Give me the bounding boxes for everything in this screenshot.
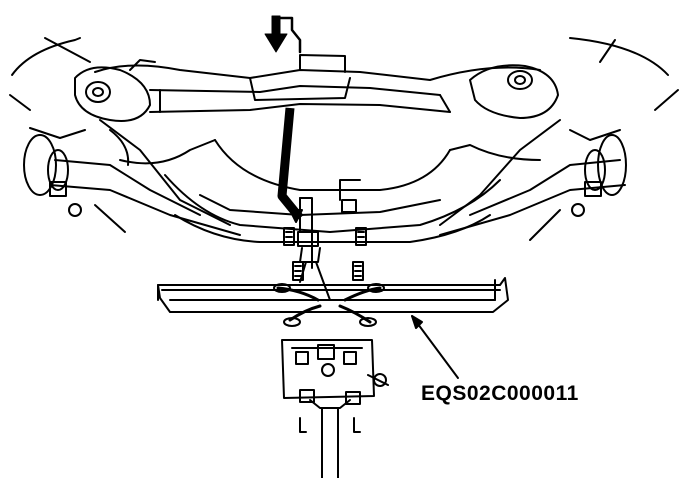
jack-column bbox=[299, 407, 361, 478]
part-code-label: EQS02C000011 bbox=[421, 382, 579, 405]
down-arrow-icon bbox=[264, 15, 288, 53]
bolt-right-middle bbox=[352, 261, 364, 281]
jack-post bbox=[297, 197, 331, 301]
jack-cradle-bar bbox=[157, 277, 509, 313]
vehicle-body-outline bbox=[9, 37, 679, 111]
right-suspension bbox=[439, 119, 627, 241]
bold-indicator-line bbox=[277, 107, 304, 221]
upper-bolts bbox=[283, 227, 367, 281]
arrow-tail bbox=[278, 16, 302, 54]
lower-subframe bbox=[119, 139, 541, 243]
left-mount bbox=[74, 59, 156, 122]
leader-arrowhead-icon bbox=[411, 315, 423, 329]
callout-leader bbox=[411, 315, 459, 379]
upper-crossmember bbox=[94, 54, 541, 113]
left-suspension bbox=[23, 119, 241, 236]
jack-adjuster-arms bbox=[273, 283, 385, 327]
bolt-left-upper bbox=[283, 227, 295, 246]
bolt-right-upper bbox=[355, 227, 367, 246]
jack-head bbox=[281, 339, 389, 409]
right-mount bbox=[469, 64, 559, 119]
